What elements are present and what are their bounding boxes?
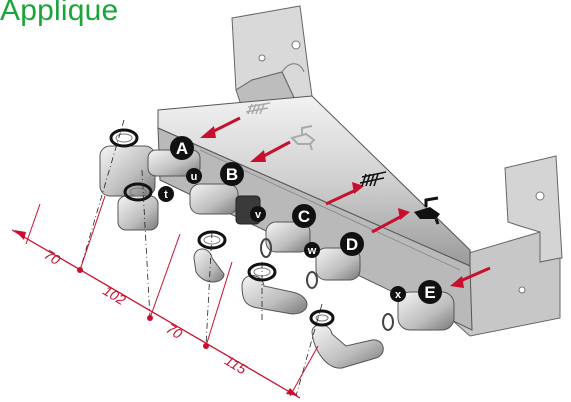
svg-text:B: B xyxy=(226,165,238,184)
center-lines xyxy=(79,119,323,397)
seal-badges: t u v w x xyxy=(158,168,406,302)
svg-text:E: E xyxy=(424,283,435,302)
connection-badges: A B C D E xyxy=(170,136,442,304)
svg-text:t: t xyxy=(164,189,168,201)
radiator-icon xyxy=(245,102,271,115)
right-mounting-bracket xyxy=(451,155,563,337)
connection-label-a: A xyxy=(170,136,194,160)
svg-text:w: w xyxy=(307,245,317,257)
seal-label-t: t xyxy=(158,186,174,202)
connection-label-d: D xyxy=(340,232,364,256)
seal-label-u: u xyxy=(186,168,202,184)
dimension-label: 115 xyxy=(222,352,250,377)
svg-text:C: C xyxy=(298,207,310,226)
seal-label-w: w xyxy=(304,242,320,258)
dimension-line xyxy=(11,195,319,399)
svg-text:u: u xyxy=(191,171,198,183)
diagram-title: Applique xyxy=(0,0,119,27)
radiator-icon xyxy=(359,171,387,187)
svg-text:D: D xyxy=(346,235,358,254)
svg-text:v: v xyxy=(255,209,262,221)
dimension-label: 102 xyxy=(100,282,128,308)
tap-icon xyxy=(290,125,316,151)
tap-icon xyxy=(414,196,440,225)
connection-label-c: C xyxy=(292,204,316,228)
dimension-label: 70 xyxy=(42,246,64,268)
seal-label-x: x xyxy=(390,286,406,302)
dimension-label: 70 xyxy=(164,320,186,342)
connection-label-b: B xyxy=(220,162,244,186)
connection-label-e: E xyxy=(418,280,442,304)
flow-arrows xyxy=(200,116,491,288)
seal-label-v: v xyxy=(250,206,266,222)
svg-text:x: x xyxy=(395,289,402,301)
svg-text:A: A xyxy=(176,139,188,158)
